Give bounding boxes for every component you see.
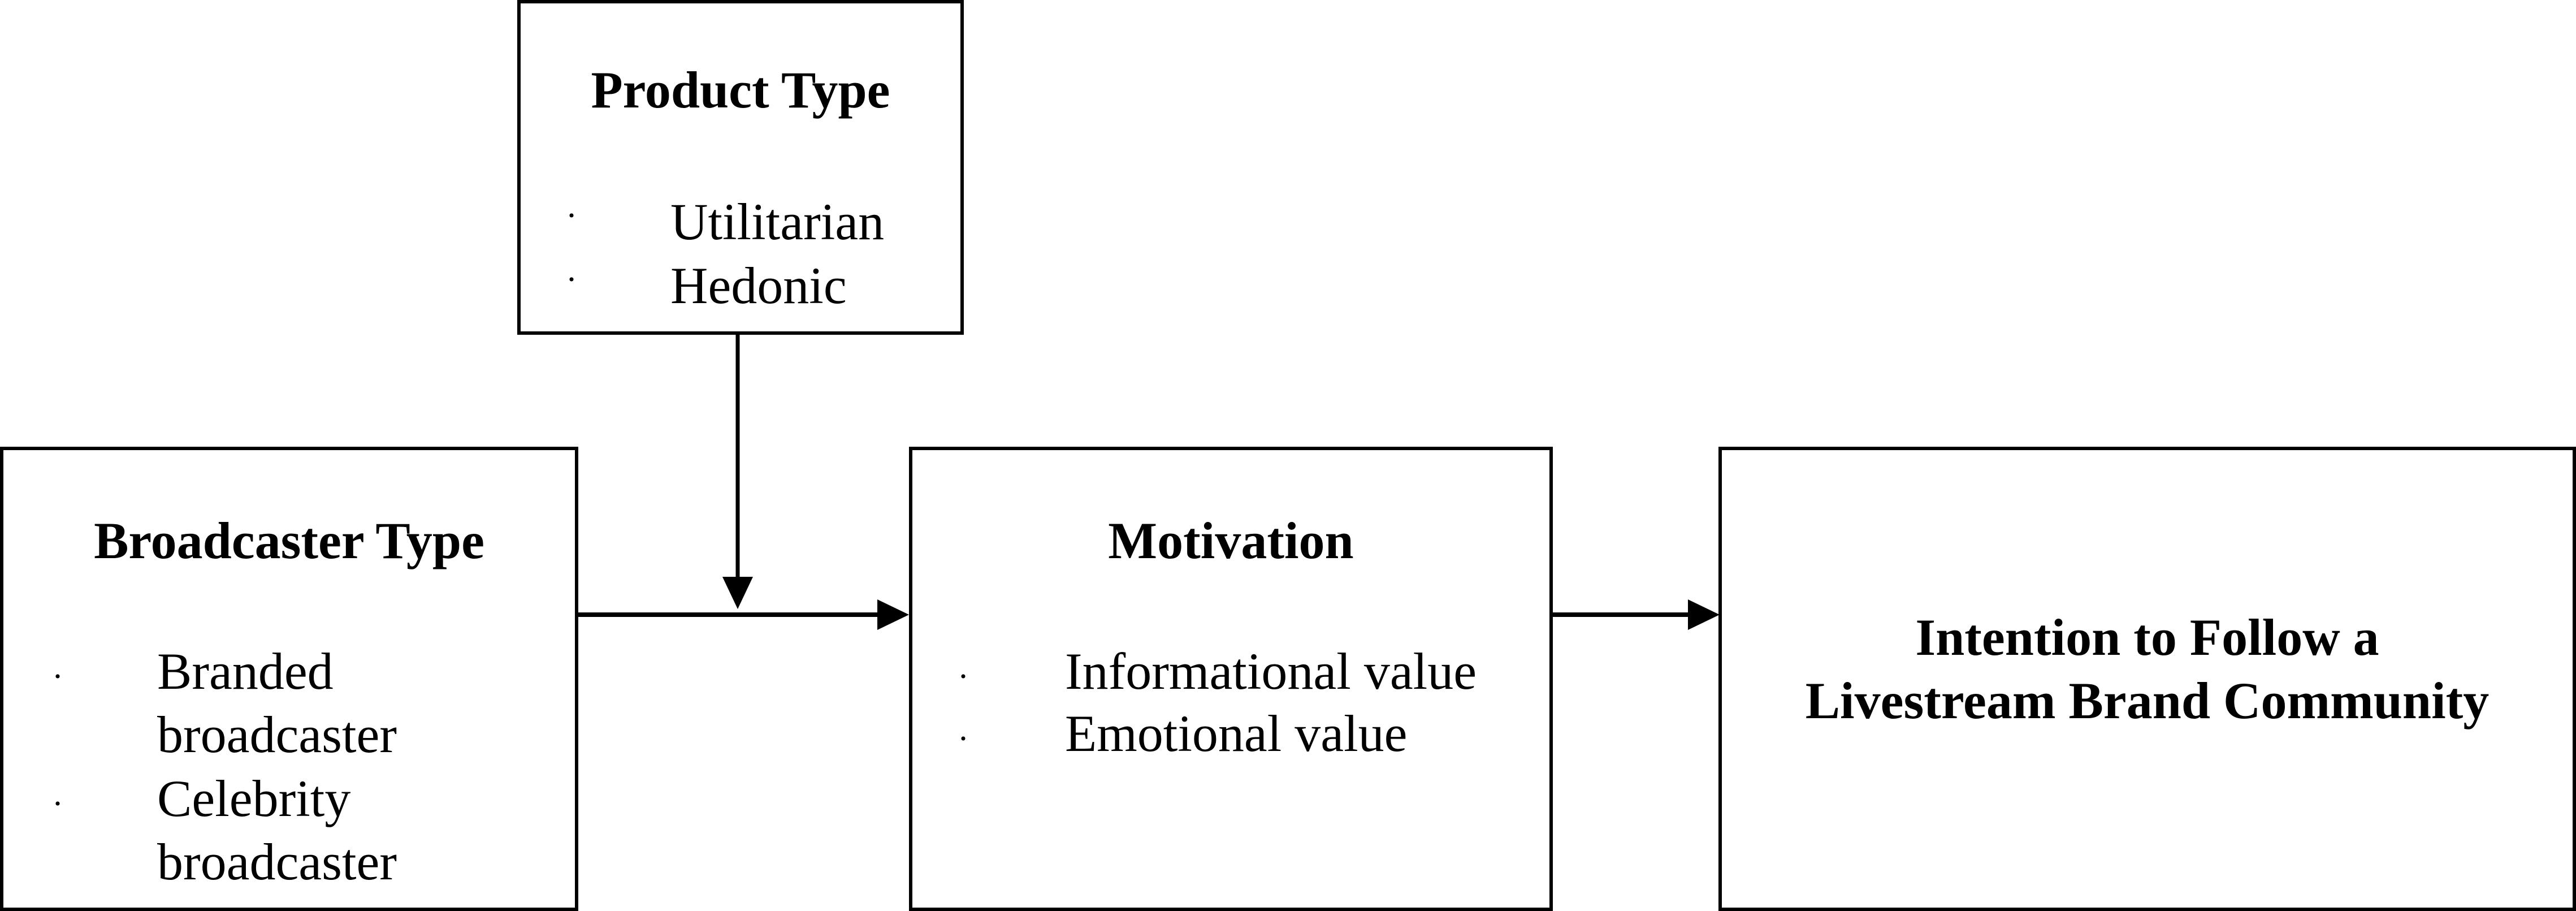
bullet-dot: · xyxy=(52,658,63,695)
bullet-dot: · xyxy=(52,785,63,822)
intention-title-line2: Livestream Brand Community xyxy=(1805,672,2490,729)
broadcaster-type-item-celebrity: Celebrity broadcaster xyxy=(157,770,397,891)
product-type-box: Product Type · Utilitarian · Hedonic xyxy=(517,0,964,335)
bullet-dot: · xyxy=(566,197,577,234)
product-type-item-utilitarian: Utilitarian xyxy=(670,193,885,251)
arrowhead-intention xyxy=(1688,599,1720,630)
arrowhead-moderation xyxy=(722,577,753,609)
intention-title-line1: Intention to Follow a xyxy=(1915,608,2379,666)
broadcaster-type-item-branded: Branded broadcaster xyxy=(157,642,397,763)
bullet-dot: · xyxy=(958,658,969,695)
product-type-title: Product Type xyxy=(591,61,890,119)
motivation-box: Motivation · Informational value · Emoti… xyxy=(909,447,1553,911)
motivation-item-emotional: Emotional value xyxy=(1065,705,1408,762)
arrowhead-motivation xyxy=(877,599,909,630)
product-type-item-hedonic: Hedonic xyxy=(670,257,847,314)
intention-title: Intention to Follow a Livestream Brand C… xyxy=(1722,606,2573,732)
motivation-title: Motivation xyxy=(1108,512,1354,569)
broadcaster-type-box: Broadcaster Type · Branded broadcaster ·… xyxy=(0,447,578,911)
bullet-dot: · xyxy=(958,720,969,757)
intention-box: Intention to Follow a Livestream Brand C… xyxy=(1718,447,2576,911)
motivation-item-informational: Informational value xyxy=(1065,642,1477,700)
broadcaster-type-title: Broadcaster Type xyxy=(94,512,484,569)
bullet-dot: · xyxy=(566,261,577,298)
